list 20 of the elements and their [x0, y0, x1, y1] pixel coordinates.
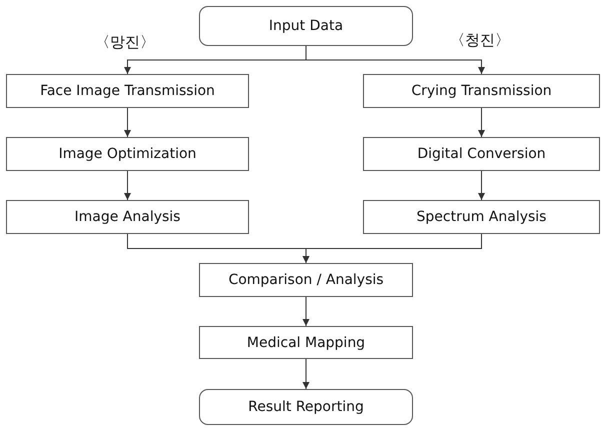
- process-box: Image Optimization: [6, 137, 249, 171]
- terminal-box: Result Reporting: [199, 389, 413, 425]
- process-box: Crying Transmission: [363, 74, 600, 108]
- arrow: [478, 108, 485, 138]
- process-box: Image Analysis: [6, 200, 249, 234]
- terminal-box: Input Data: [199, 6, 413, 46]
- arrow: [478, 170, 485, 200]
- process-box: Medical Mapping: [199, 326, 413, 359]
- process-box: Digital Conversion: [363, 137, 600, 171]
- process-box: Comparison / Analysis: [199, 263, 413, 297]
- arrow: [302, 358, 310, 390]
- arrow: [302, 234, 482, 264]
- section-label: 〈청진〉: [450, 31, 510, 50]
- arrow: [302, 296, 310, 326]
- process-box: Spectrum Analysis: [363, 200, 600, 234]
- process-box: Face Image Transmission: [6, 74, 249, 108]
- arrow: [124, 170, 131, 200]
- section-label: 〈망진〉: [95, 33, 155, 52]
- arrow: [306, 46, 485, 74]
- arrow: [124, 108, 131, 138]
